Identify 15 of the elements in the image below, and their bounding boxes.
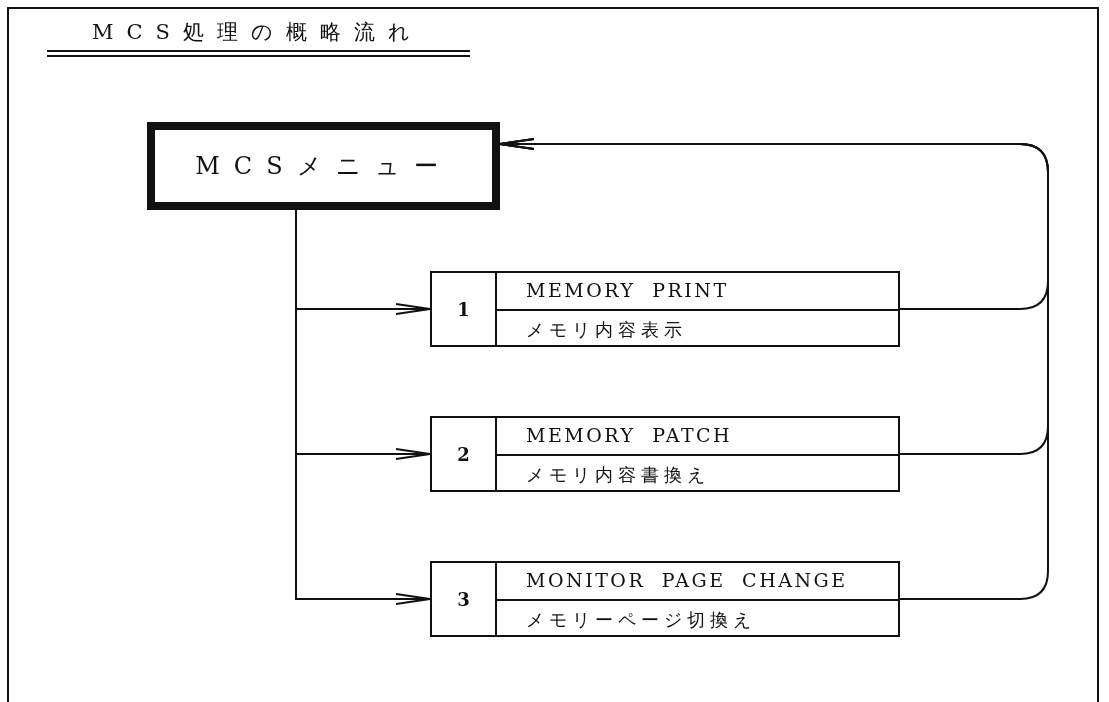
title: MCS処理の概略流れ [92, 19, 423, 46]
item-number: 1 [432, 273, 497, 345]
description: メモリ内容表示 [526, 318, 687, 342]
command-name: MEMORY PATCH [526, 424, 733, 446]
command-name: MEMORY PRINT [526, 279, 729, 301]
command-name: MONITOR PAGE CHANGE [526, 569, 848, 591]
arrow [499, 138, 1049, 600]
description: メモリ内容書換え [526, 463, 710, 487]
item-number: 2 [432, 418, 497, 490]
menu-box: MCSメニュー [147, 122, 500, 210]
process-box [430, 271, 900, 347]
item-number: 3 [432, 563, 497, 635]
process-box [430, 561, 900, 637]
description: メモリーページ切換え [526, 608, 756, 632]
process-box [430, 416, 900, 492]
